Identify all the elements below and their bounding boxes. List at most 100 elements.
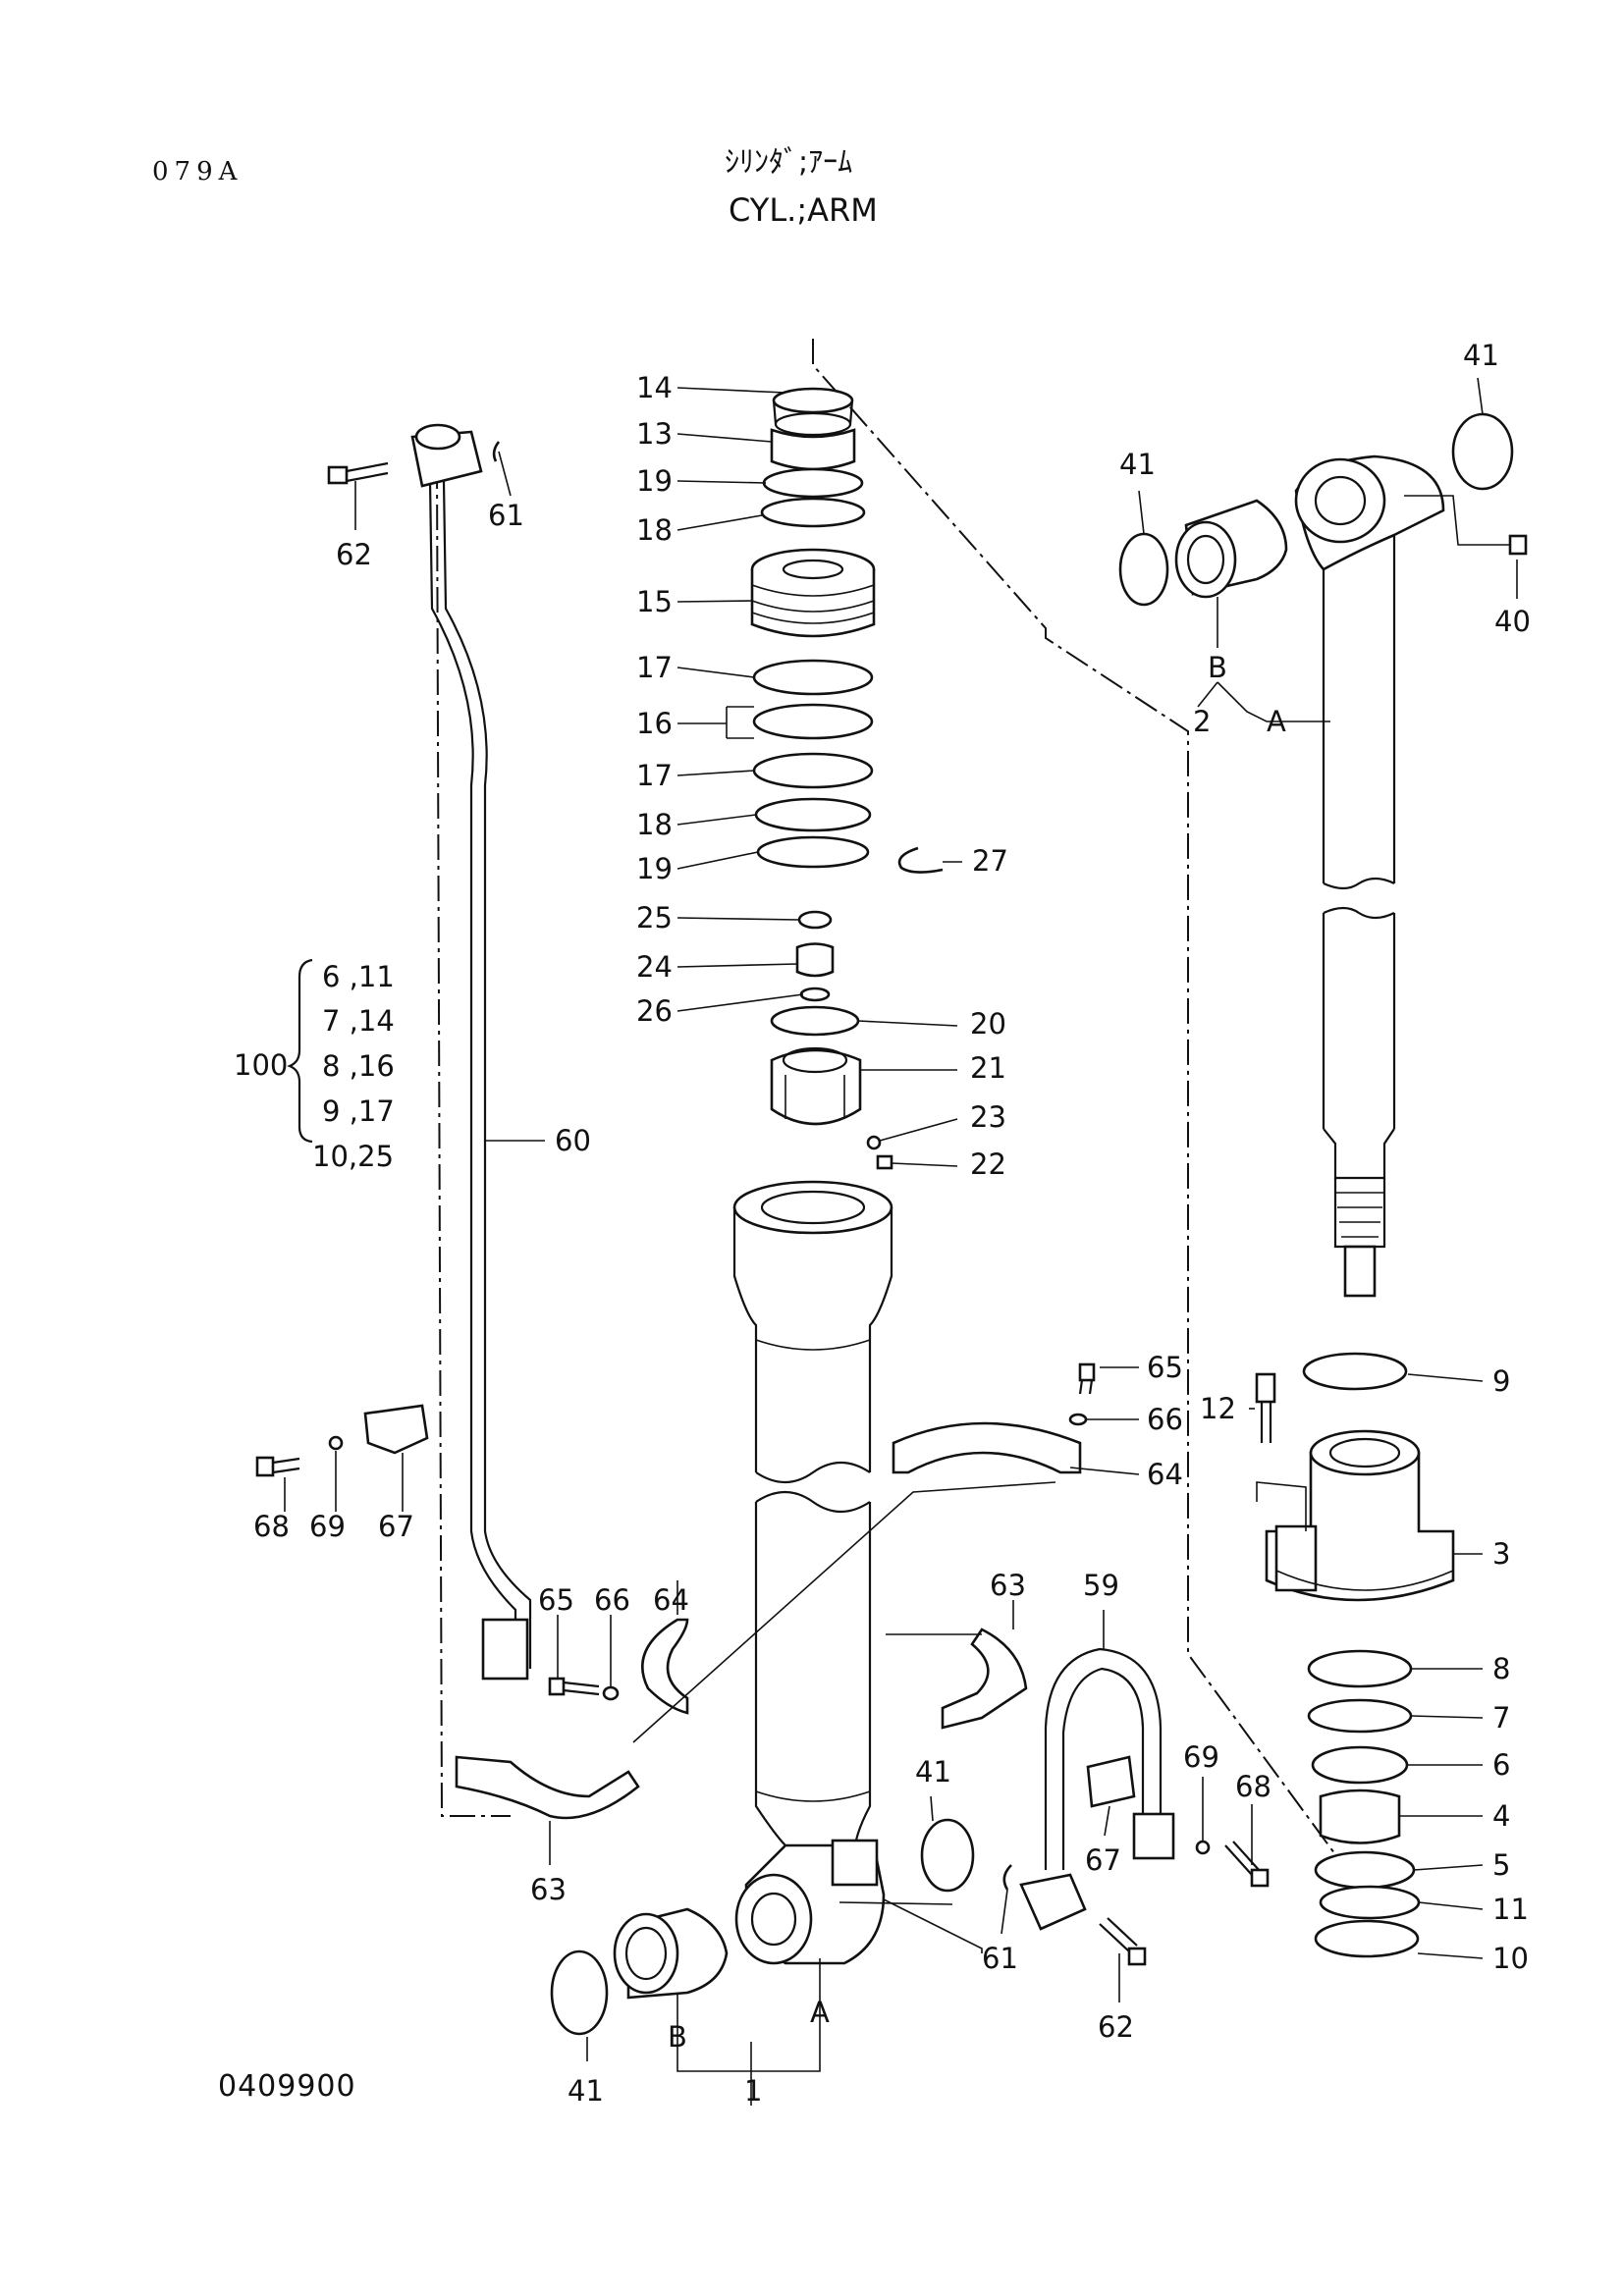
- callout-41: 41: [1119, 448, 1156, 481]
- part-1-bushing-b: [613, 1907, 729, 2000]
- kit-brace: [287, 958, 313, 1144]
- callout-4: 4: [1492, 1799, 1510, 1833]
- callout-68: 68: [1235, 1770, 1271, 1803]
- part-19-ring: [762, 467, 864, 499]
- callout-17: 17: [636, 759, 673, 792]
- callout-15: 15: [636, 585, 673, 618]
- callout-A: A: [810, 1996, 830, 2029]
- kit-number: 100: [234, 1048, 288, 1082]
- part-41-seal-left: [1118, 532, 1169, 607]
- callout-67: 67: [378, 1510, 414, 1543]
- part-69-washer-right: [1195, 1840, 1211, 1855]
- part-6-ring: [1311, 1745, 1409, 1785]
- callout-17: 17: [636, 651, 673, 684]
- part-1-cylinder-tube: [732, 1180, 893, 1914]
- part-16-ring: [752, 703, 874, 740]
- part-41-seal-mid: [920, 1818, 975, 1893]
- callout-10: 10: [1492, 1942, 1529, 1975]
- part-66-washer-upper: [1068, 1413, 1088, 1426]
- leader-lines: [284, 377, 1518, 2106]
- part-23-ball: [866, 1135, 882, 1150]
- callout-19: 19: [636, 464, 673, 498]
- part-18-ring-lower: [754, 797, 872, 832]
- callout-labels: 14 13 19 18 15 17 16 17 18 19 27 25 24 2…: [253, 339, 1531, 2108]
- part-61-oring-top: [492, 441, 501, 462]
- callout-64: 64: [653, 1583, 689, 1617]
- part-22-screw: [876, 1154, 893, 1170]
- part-59-u-pipe: [1044, 1647, 1175, 1870]
- kit-list: 100 6 ,11 7 ,14 8 ,16 9 ,17 10,25: [234, 960, 395, 1173]
- callout-9: 9: [1492, 1364, 1510, 1398]
- part-60-pipe: [428, 480, 532, 1681]
- callout-62: 62: [1098, 2010, 1134, 2044]
- part-40-grease-nipple: [1404, 495, 1528, 556]
- callout-5: 5: [1492, 1848, 1510, 1882]
- part-67-clamp-block-right: [1086, 1755, 1136, 1808]
- callout-18: 18: [636, 513, 673, 547]
- callout-64: 64: [1147, 1458, 1183, 1491]
- part-4-bushing: [1319, 1789, 1401, 1844]
- assembly-line-left: [436, 462, 511, 1817]
- callout-1: 1: [744, 2074, 762, 2108]
- part-2-piston-rod: [1294, 454, 1445, 1298]
- callout-6: 6: [1492, 1748, 1510, 1782]
- part-62-bolt-top: [327, 461, 389, 485]
- part-7-ring: [1307, 1698, 1413, 1734]
- callout-63: 63: [990, 1569, 1026, 1602]
- callout-67: 67: [1085, 1843, 1121, 1877]
- callout-69: 69: [309, 1510, 346, 1543]
- callout-26: 26: [636, 994, 673, 1028]
- part-10-ring: [1314, 1919, 1420, 1958]
- callout-24: 24: [636, 950, 673, 984]
- part-13-bushing: [770, 428, 856, 471]
- callout-2: 2: [1193, 705, 1211, 738]
- part-69-washer-left: [328, 1435, 344, 1451]
- part-21-nut: [770, 1046, 862, 1126]
- kit-item: 9 ,17: [322, 1095, 395, 1128]
- callout-A: A: [1267, 705, 1286, 738]
- part-64-band-upper: [892, 1421, 1082, 1474]
- part-65-bolt-upper: [1078, 1362, 1096, 1395]
- callout-68: 68: [253, 1510, 290, 1543]
- part-pipe-top-flange: [410, 423, 483, 488]
- callout-23: 23: [970, 1100, 1006, 1134]
- part-62-bolt-bottom: [1099, 1917, 1147, 1966]
- part-67-clamp-block-left: [363, 1404, 429, 1455]
- title-english: CYL.;ARM: [729, 191, 878, 229]
- part-41-seal-bottom: [550, 1949, 609, 2036]
- callout-41: 41: [1463, 339, 1499, 372]
- callout-20: 20: [970, 1007, 1006, 1041]
- part-41-seal-right: [1451, 412, 1514, 491]
- callout-69: 69: [1183, 1740, 1219, 1774]
- part-3-cylinder-head: [1265, 1429, 1455, 1602]
- part-26-ring: [799, 987, 831, 1002]
- callout-60: 60: [555, 1124, 591, 1157]
- kit-item: 7 ,14: [322, 1004, 395, 1038]
- callout-8: 8: [1492, 1652, 1510, 1685]
- callout-3: 3: [1492, 1537, 1510, 1571]
- part-18-ring: [760, 497, 866, 528]
- part-63-band-right: [941, 1628, 1028, 1730]
- callout-11: 11: [1492, 1893, 1529, 1926]
- callout-12: 12: [1200, 1392, 1236, 1425]
- part-pipe-bottom-flange: [1019, 1873, 1087, 1931]
- part-68-bolt-right: [1224, 1841, 1270, 1888]
- callout-62: 62: [336, 538, 372, 571]
- callout-B: B: [668, 2020, 687, 2054]
- part-12-bolt: [1255, 1372, 1276, 1443]
- part-17-ring-lower: [752, 752, 874, 789]
- title-japanese: ｼﾘﾝﾀﾞ;ｱｰﾑ: [725, 145, 853, 180]
- callout-65: 65: [538, 1583, 574, 1617]
- kit-item: 10,25: [312, 1140, 394, 1173]
- assembly-line-main: [812, 339, 1366, 1953]
- kit-item: 8 ,16: [322, 1049, 395, 1083]
- callout-25: 25: [636, 901, 673, 934]
- part-66-washer-lower: [602, 1685, 620, 1701]
- callout-19: 19: [636, 852, 673, 885]
- callout-61: 61: [982, 1942, 1018, 1975]
- part-5-ring: [1314, 1850, 1416, 1890]
- part-27-snap-ring: [897, 846, 944, 874]
- callout-61: 61: [488, 499, 524, 532]
- part-24-collar: [795, 942, 835, 978]
